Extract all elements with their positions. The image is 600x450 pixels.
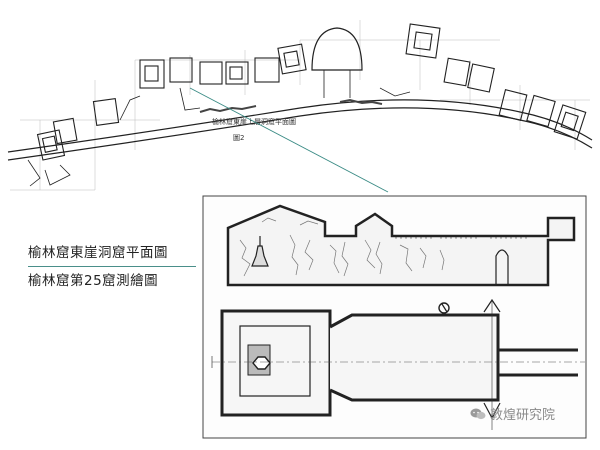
cave-25-drawing (202, 195, 587, 439)
label-divider (28, 266, 196, 267)
cave-25-plan (211, 298, 585, 430)
watermark: 敦煌研究院 (470, 404, 555, 423)
watermark-text: 敦煌研究院 (490, 408, 556, 423)
wechat-icon (470, 408, 486, 419)
figure-labels: 榆林窟東崖洞窟平面圖 榆林窟第25窟測繪圖 (28, 244, 196, 290)
label-cave-25-survey: 榆林窟第25窟測繪圖 (28, 273, 159, 289)
cave-25-section (226, 204, 576, 287)
label-east-cliff-plan: 榆林窟東崖洞窟平面圖 (28, 245, 168, 261)
east-cliff-plan (7, 20, 593, 191)
upper-plan-figure-number: 圖2 (233, 134, 244, 142)
connector-line (189, 87, 389, 193)
